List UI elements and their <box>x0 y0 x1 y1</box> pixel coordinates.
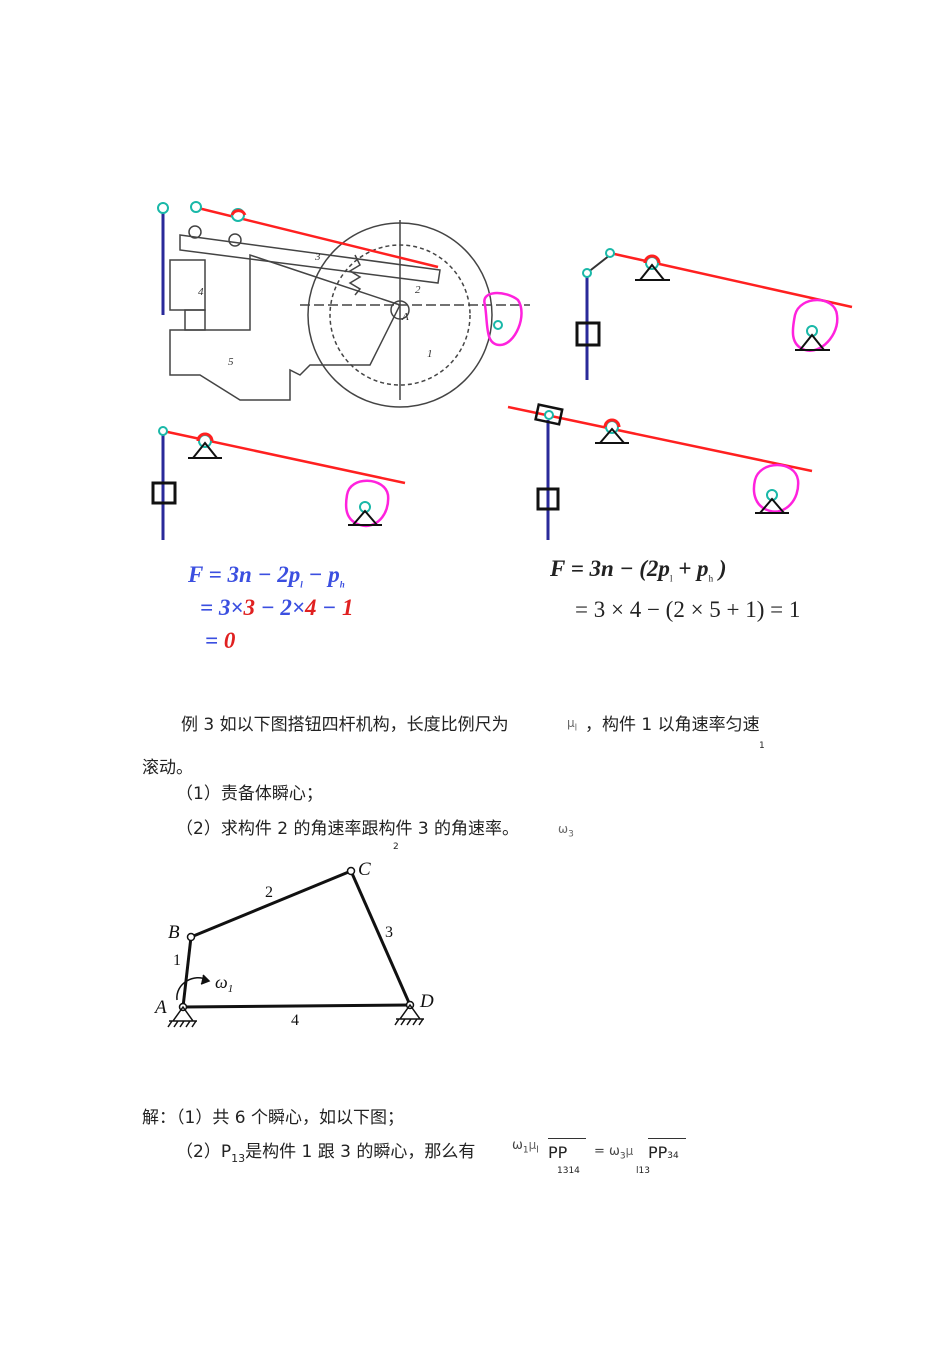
problem-item2: （2）求构件 2 的角速率跟构件 3 的角速率。 <box>176 819 520 839</box>
label-B: B <box>168 922 180 943</box>
omega3-term: = ω3μ <box>594 1144 634 1162</box>
omega2-subscript: 2 <box>393 842 399 852</box>
velocity-equation: ω1μl <box>512 1138 539 1156</box>
machine-label-5: 5 <box>228 356 234 368</box>
four-bar-linkage-diagram: A B C D 1 2 3 4 ω1 <box>153 859 434 1029</box>
mechanism-sketch-bottom-right <box>507 403 813 540</box>
mechanism-figure: 1 2 3 4 5 A <box>151 201 853 540</box>
formula-left-line3: = 0 <box>205 628 236 653</box>
p13-subscript: 13 <box>231 1152 246 1165</box>
label-link-4: 4 <box>291 1012 299 1029</box>
segment-p13p14: PP <box>548 1138 586 1162</box>
omega1-subscript: 1 <box>759 741 765 751</box>
mu-l-symbol: μl <box>567 716 578 734</box>
problem-item1: （1）责备体瞬心； <box>176 784 323 804</box>
formula-left-line1: F = 3n − 2pl − ph <box>188 562 345 590</box>
link-2 <box>190 869 352 939</box>
problem-line2: 滚动。 <box>142 758 193 778</box>
formula-right-line1: F = 3n − (2pl + ph ) <box>550 556 727 584</box>
solution-line2: （2）P13是构件 1 跟 3 的瞬心，那么有 <box>176 1142 476 1165</box>
stamping-machine-drawing <box>169 220 530 408</box>
link-1 <box>181 936 193 1008</box>
label-omega1: ω1 <box>215 972 233 995</box>
machine-label-4: 4 <box>198 286 204 298</box>
machine-label-A: A <box>401 311 409 323</box>
label-C: C <box>358 859 371 880</box>
mechanism-sketch-top-right <box>575 248 853 380</box>
problem-line1-cont: ，构件 1 以角速率匀速 <box>585 715 760 735</box>
link-4 <box>182 1003 411 1009</box>
link-3 <box>349 870 412 1006</box>
omega3-symbol: ω3 <box>558 822 574 840</box>
solution-line1: 解：（1）共 6 个瞬心，如以下图； <box>142 1108 404 1128</box>
machine-label-2: 2 <box>415 284 421 296</box>
label-link-2: 2 <box>265 884 273 901</box>
segment-p13p34: PP34 <box>648 1138 686 1166</box>
cam-shape <box>483 291 523 347</box>
label-link-3: 3 <box>385 924 393 941</box>
machine-label-1: 1 <box>427 348 433 360</box>
label-D: D <box>419 991 434 1012</box>
segment-p13p14-sub: 1314 <box>557 1166 580 1176</box>
label-link-1: 1 <box>173 952 181 969</box>
machine-label-3: 3 <box>314 251 321 263</box>
problem-line1: 例 3 如以下图搭钮四杆机构，长度比例尺为 <box>181 715 509 735</box>
mu-l13-sub: l13 <box>636 1166 650 1176</box>
mechanism-sketch-bottom-left <box>151 426 406 540</box>
formula-left-line2: = 3×3 − 2×4 − 1 <box>200 595 354 620</box>
formula-right-line2: = 3 × 4 − (2 × 5 + 1) = 1 <box>575 597 801 622</box>
label-A: A <box>153 997 167 1018</box>
